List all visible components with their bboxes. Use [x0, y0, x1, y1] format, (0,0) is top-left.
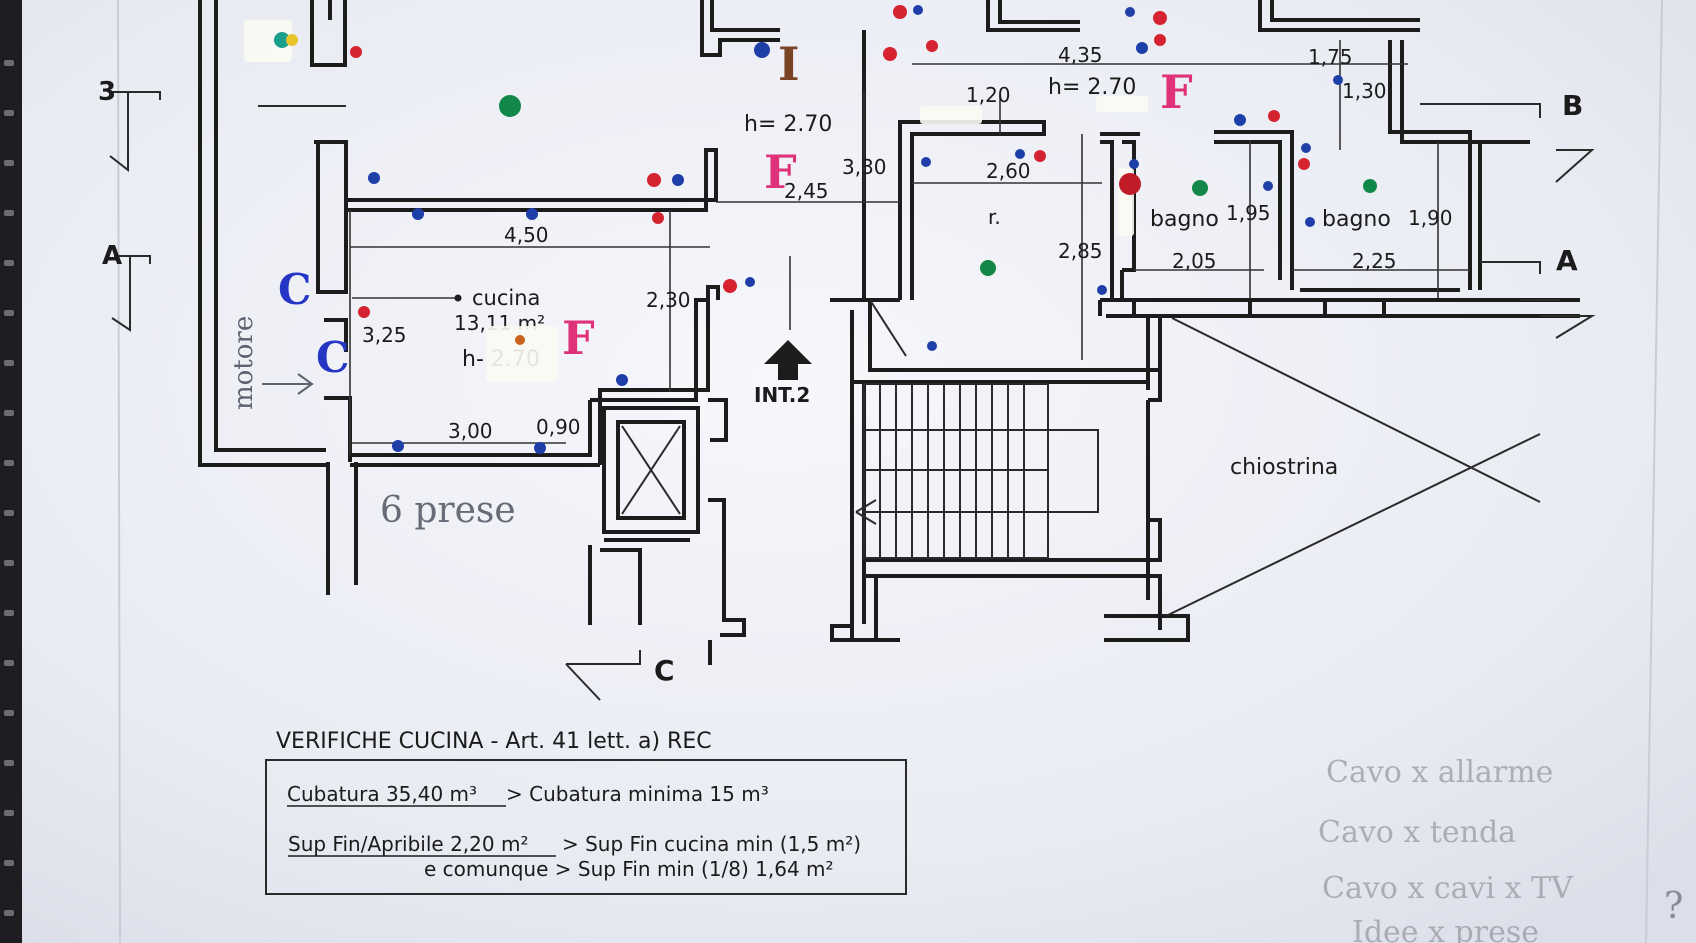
dimension-labels: 4,35 1,75 1,20 1,30 3,30 2,45 2,60 4,50 …	[362, 43, 1453, 443]
socket-dots	[350, 5, 1377, 454]
height-label: h= 2.70	[744, 112, 832, 137]
room-label-bagno: bagno	[1322, 207, 1391, 232]
verifiche-line1-underlined: Cubatura 35,40 m³	[287, 782, 477, 806]
dim-label: 2,30	[646, 288, 691, 312]
leader-dot	[454, 294, 462, 302]
section-letter: C	[654, 654, 675, 687]
verifiche-line2-rest: > Sup Fin cucina min (1,5 m²)	[562, 832, 861, 856]
handwritten-prese: 6 prese	[380, 490, 516, 531]
section-letter: A	[1556, 244, 1578, 277]
binder-rings	[4, 60, 14, 916]
staircase	[855, 383, 1099, 559]
dim-label: 3,00	[448, 419, 493, 443]
handwritten-marks: I F F F C C motore 6 prese ?	[229, 37, 1683, 927]
dim-label: 0,90	[536, 415, 581, 439]
room-label-chiostrina: chiostrina	[1230, 455, 1338, 480]
height-label: h= 2.70	[1048, 75, 1136, 100]
handwritten-c: C	[278, 265, 311, 314]
handwritten-question: ?	[1664, 886, 1683, 927]
section-markers	[109, 91, 1596, 701]
room-label-r: r.	[988, 205, 1001, 229]
dimension-lines	[349, 40, 1470, 455]
label-int2: INT.2	[754, 383, 810, 407]
dim-label: 1,30	[1342, 79, 1387, 103]
entrance-arrow-icon	[764, 340, 812, 380]
dim-label: 1,90	[1408, 206, 1453, 230]
verifiche-title: VERIFICHE CUCINA - Art. 41 lett. a) REC	[276, 729, 712, 754]
dim-label: 4,35	[1058, 43, 1103, 67]
marker-dot	[286, 34, 298, 46]
marker-dot	[274, 32, 290, 48]
pencil-note: Idee x prese	[1352, 915, 1539, 943]
verifiche-box	[265, 759, 907, 895]
dim-label: 2,85	[1058, 239, 1103, 263]
section-letter: B	[1562, 89, 1583, 122]
page-margin-line	[117, 0, 121, 943]
handwritten-motore: motore	[229, 316, 259, 410]
dim-label: 3,30	[842, 155, 887, 179]
dim-label: 2,60	[986, 159, 1031, 183]
room-label-cucina: cucina	[472, 286, 540, 310]
dim-label: 1,75	[1308, 45, 1353, 69]
walls	[198, 0, 1580, 665]
dim-label: 1,20	[966, 83, 1011, 107]
dim-label: 2,05	[1172, 249, 1217, 273]
handwritten-f: F	[1160, 65, 1193, 119]
pencil-notes: Cavo x allarme Cavo x tenda Cavo x cavi …	[1318, 755, 1574, 943]
marker-dot	[515, 335, 525, 345]
dim-label: 2,25	[1352, 249, 1397, 273]
verifiche-line1-rest: > Cubatura minima 15 m³	[506, 782, 769, 806]
pencil-note: Cavo x cavi x TV	[1322, 871, 1574, 906]
dim-label: 1,95	[1226, 201, 1271, 225]
room-label-bagno: bagno	[1150, 207, 1219, 232]
paper	[22, 0, 1696, 943]
dim-label: 4,50	[504, 223, 549, 247]
dim-label: 2,45	[784, 179, 829, 203]
dim-label: 3,25	[362, 323, 407, 347]
pencil-note: Cavo x tenda	[1318, 815, 1516, 850]
verifiche-line2-underlined: Sup Fin/Apribile 2,20 m²	[288, 832, 528, 856]
height-labels: h= 2.70 h= 2.70	[744, 75, 1136, 137]
handwritten-f: F	[562, 311, 595, 365]
handwritten-f: F	[764, 145, 797, 199]
pencil-note: Cavo x allarme	[1326, 755, 1553, 790]
section-letters: B A A 3 C	[98, 77, 1583, 687]
verifiche-line3: e comunque > Sup Fin min (1/8) 1,64 m²	[424, 857, 834, 881]
handwritten-c: C	[316, 333, 349, 382]
section-letter: A	[102, 241, 122, 271]
verifiche-block: VERIFICHE CUCINA - Art. 41 lett. a) REC …	[265, 729, 907, 895]
handwritten-i: I	[778, 37, 800, 91]
page-margin-line	[1645, 0, 1663, 943]
section-letter: 3	[98, 77, 116, 107]
